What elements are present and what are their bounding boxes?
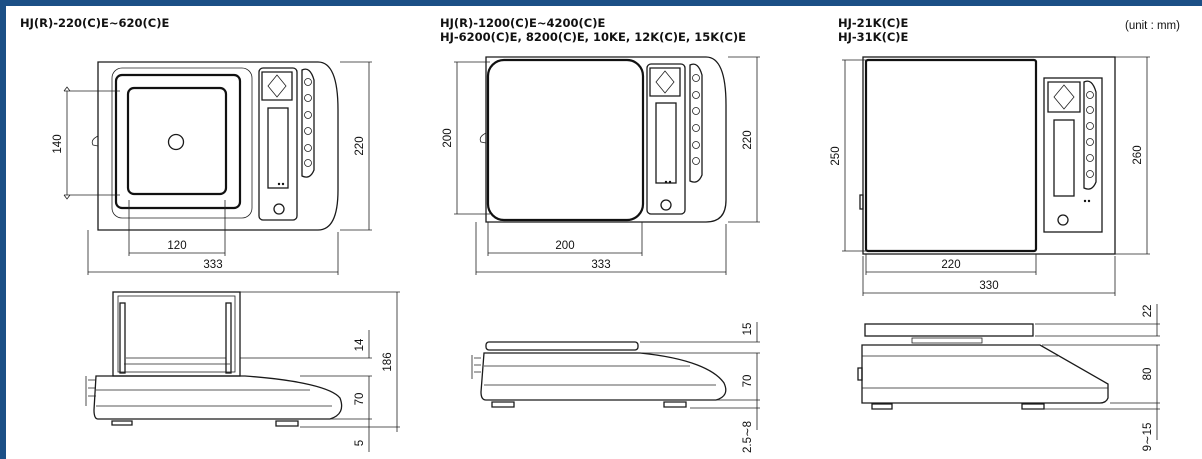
right-side-view: 22 80 9∼15 [857, 304, 1160, 452]
top-accent-bar [0, 0, 1202, 6]
middle-depth-label: 220 [742, 130, 754, 149]
left-width-label: 333 [203, 259, 222, 271]
right-model-title-1: HJ-21K(C)E [838, 16, 909, 30]
left-side-view: 14 186 70 5 [85, 291, 400, 452]
left-model-title: HJ(R)-220(C)E∼620(C)E [20, 16, 170, 30]
right-foot-height-label: 9∼15 [1142, 423, 1154, 452]
right-depth-label: 260 [1132, 145, 1144, 164]
left-foot-height-label: 5 [354, 440, 366, 446]
middle-side-view: 15 70 2.5∼8 [471, 322, 760, 453]
right-pan-height-label: 22 [1142, 305, 1154, 318]
middle-model-title-2: HJ-6200(C)E, 8200(C)E, 10KE, 12K(C)E, 15… [440, 30, 747, 44]
right-body-height-label: 80 [1142, 368, 1154, 381]
middle-width-label: 333 [591, 259, 610, 271]
right-pan-depth-label: 250 [830, 146, 842, 165]
left-pan-height-label: 14 [354, 338, 366, 351]
middle-pan-width-label: 200 [555, 240, 574, 252]
left-pan-width-label: 120 [167, 240, 186, 252]
right-top-view: 250 260 220 330 [830, 56, 1150, 296]
left-pan-depth-label: 140 [52, 134, 64, 153]
left-accent-bar [0, 0, 6, 459]
left-depth-label: 220 [354, 136, 366, 155]
right-width-label: 330 [979, 280, 998, 292]
middle-foot-height-label: 2.5∼8 [742, 421, 754, 453]
middle-body-height-label: 70 [742, 375, 754, 388]
middle-model-title-1: HJ(R)-1200(C)E∼4200(C)E [440, 16, 606, 30]
left-top-view: 140 220 120 333 [52, 61, 372, 275]
unit-note: (unit : mm) [1125, 20, 1180, 32]
left-total-height-label: 186 [382, 352, 394, 371]
middle-pan-height-label: 15 [742, 323, 754, 336]
right-pan-width-label: 220 [941, 259, 960, 271]
left-body-height-label: 70 [354, 393, 366, 406]
middle-pan-depth-label: 200 [442, 128, 454, 147]
middle-top-view: 200 220 200 333 [442, 56, 760, 275]
right-model-title-2: HJ-31K(C)E [838, 30, 909, 44]
